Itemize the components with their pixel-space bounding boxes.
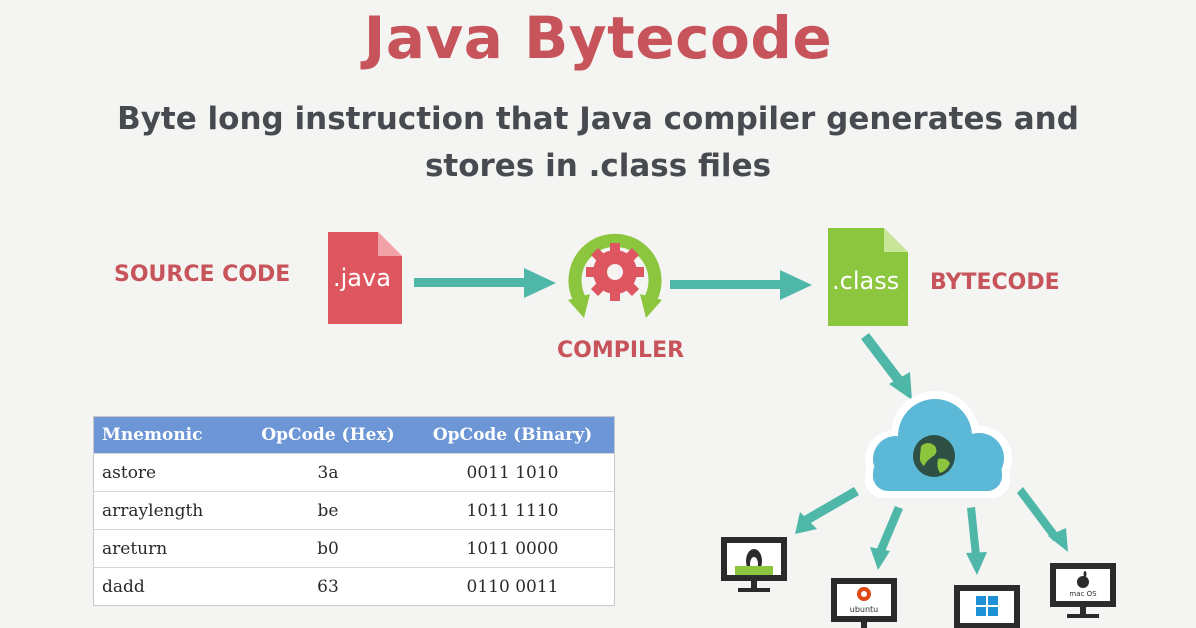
subtitle-line-2: stores in .class files: [424, 148, 772, 184]
cell-hex: be: [245, 491, 411, 530]
cell-mnemonic: areturn: [93, 529, 245, 568]
gear-icon: [586, 243, 644, 301]
subtitle-line-1: Byte long instruction that Java compiler…: [117, 101, 1079, 137]
windows-logo-icon: [976, 596, 998, 616]
tux-icon: [735, 549, 773, 575]
header-opcode-hex: OpCode (Hex): [245, 416, 411, 454]
page-title: Java Bytecode: [363, 4, 833, 72]
cell-binary: 1011 1110: [411, 491, 615, 530]
cell-mnemonic: arraylength: [93, 491, 245, 530]
linux-monitor-icon: [721, 537, 787, 592]
windows-monitor-icon: [954, 585, 1020, 628]
table-row: areturn b0 1011 0000: [93, 529, 615, 568]
class-file-icon: [828, 228, 908, 326]
subtitle: Byte long instruction that Java compiler…: [98, 96, 1098, 190]
header-opcode-binary: OpCode (Binary): [411, 416, 615, 454]
cell-binary: 0110 0011: [411, 567, 615, 606]
apple-logo-icon: [1077, 571, 1089, 588]
cell-binary: 0011 1010: [411, 453, 615, 492]
java-file-icon: [328, 232, 402, 324]
globe-icon: [913, 435, 955, 477]
mac-monitor-icon: mac OS: [1050, 563, 1116, 618]
java-file-label: .java: [333, 264, 391, 292]
table-row: dadd 63 0110 0011: [93, 567, 615, 606]
cloud-icon: [865, 391, 1012, 498]
cell-hex: b0: [245, 529, 411, 568]
cell-hex: 63: [245, 567, 411, 606]
arrows-to-os: [795, 487, 1068, 575]
header-mnemonic: Mnemonic: [93, 416, 245, 454]
table-row: arraylength be 1011 1110: [93, 491, 615, 530]
ubuntu-text: ubuntu: [850, 605, 879, 614]
source-code-label: SOURCE CODE: [114, 262, 291, 287]
arrow-to-compiler: [414, 268, 556, 298]
ubuntu-logo-icon: [857, 587, 871, 601]
mac-os-text: mac OS: [1069, 590, 1097, 598]
cell-mnemonic: astore: [93, 453, 245, 492]
ubuntu-monitor-icon: ubuntu: [831, 578, 897, 628]
cell-binary: 1011 0000: [411, 529, 615, 568]
arrow-to-class: [670, 270, 812, 300]
cell-mnemonic: dadd: [93, 567, 245, 606]
arrow-to-cloud: [861, 333, 912, 400]
table-row: astore 3a 0011 1010: [93, 453, 615, 492]
compiler-label: COMPILER: [557, 338, 685, 363]
table-header-row: Mnemonic OpCode (Hex) OpCode (Binary): [93, 416, 615, 454]
compiler-icon: [568, 233, 662, 318]
bytecode-label: BYTECODE: [930, 270, 1060, 295]
cell-hex: 3a: [245, 453, 411, 492]
opcode-table: Mnemonic OpCode (Hex) OpCode (Binary) as…: [93, 416, 615, 606]
class-file-label: .class: [832, 267, 900, 295]
